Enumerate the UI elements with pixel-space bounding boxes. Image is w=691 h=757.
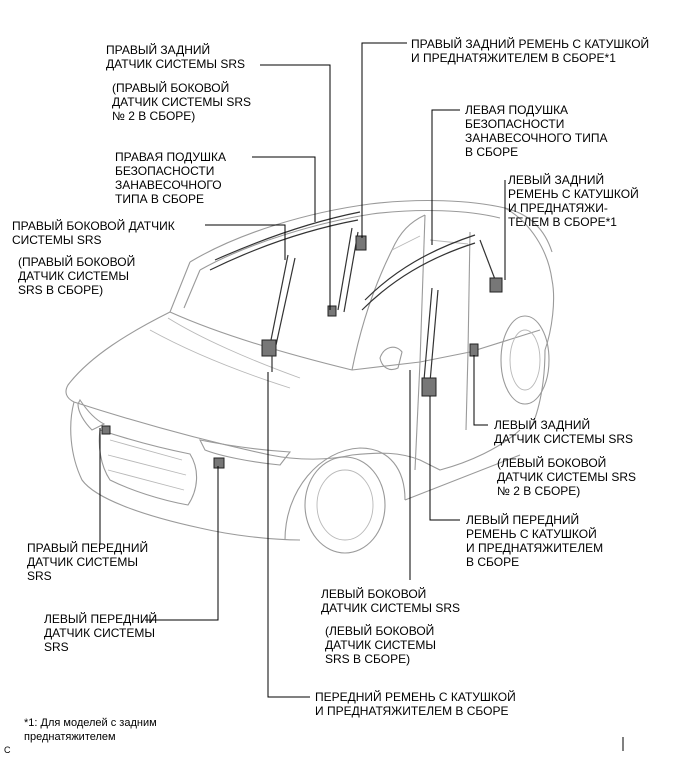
right-front-sensor xyxy=(101,425,111,435)
figure-code: C xyxy=(4,745,11,755)
car-outline xyxy=(65,199,555,554)
left-rear-sensor xyxy=(469,343,479,357)
label-right-side-sensor: ПРАВЫЙ БОКОВОЙ ДАТЧИК СИСТЕМЫ SRS xyxy=(12,219,175,247)
label-left-side-sensor-sub: (ЛЕВЫЙ БОКОВОЙ ДАТЧИК СИСТЕМЫ SRS В СБОР… xyxy=(325,624,436,666)
label-left-rear-sensor: ЛЕВЫЙ ЗАДНИЙ ДАТЧИК СИСТЕМЫ SRS xyxy=(494,418,633,446)
right-rear-belt-assembly xyxy=(337,227,367,313)
left-rear-belt-assembly xyxy=(479,239,503,293)
left-front-sensor xyxy=(213,457,225,469)
left-curtain-airbag xyxy=(364,234,476,301)
label-right-side-sensor-sub: (ПРАВЫЙ БОКОВОЙ ДАТЧИК СИСТЕМЫ SRS В СБО… xyxy=(18,255,136,297)
footnote: *1: Для моделей с задним преднатяжителем xyxy=(24,717,157,743)
label-right-curtain-airbag: ПРАВАЯ ПОДУШКА БЕЗОПАСНОСТИ ЗАНАВЕСОЧНОГ… xyxy=(115,150,227,206)
label-left-front-sensor: ЛЕВЫЙ ПЕРЕДНИЙ ДАТЧИК СИСТЕМЫ SRS xyxy=(44,612,158,654)
label-front-belt: ПЕРЕДНИЙ РЕМЕНЬ С КАТУШКОЙ И ПРЕДНАТЯЖИТ… xyxy=(315,690,516,718)
label-left-front-belt: ЛЕВЫЙ ПЕРЕДНИЙ РЕМЕНЬ С КАТУШКОЙ И ПРЕДН… xyxy=(466,513,604,569)
label-right-rear-sensor-sub: (ПРАВЫЙ БОКОВОЙ ДАТЧИК СИСТЕМЫ SRS № 2 В… xyxy=(112,81,251,123)
label-right-rear-belt: ПРАВЫЙ ЗАДНИЙ РЕМЕНЬ С КАТУШКОЙ И ПРЕДНА… xyxy=(411,37,650,65)
label-right-front-sensor: ПРАВЫЙ ПЕРЕДНИЙ ДАТЧИК СИСТЕМЫ SRS xyxy=(27,541,149,583)
label-left-rear-sensor-sub: (ЛЕВЫЙ БОКОВОЙ ДАТЧИК СИСТЕМЫ SRS № 2 В … xyxy=(497,456,636,498)
leader-lines xyxy=(99,42,624,751)
label-left-curtain-airbag: ЛЕВАЯ ПОДУШКА БЕЗОПАСНОСТИ ЗАНАВЕСОЧНОГО… xyxy=(465,103,608,159)
label-left-side-sensor: ЛЕВЫЙ БОКОВОЙ ДАТЧИК СИСТЕМЫ SRS xyxy=(321,587,460,615)
label-right-rear-sensor: ПРАВЫЙ ЗАДНИЙ ДАТЧИК СИСТЕМЫ SRS xyxy=(106,43,245,71)
label-left-rear-belt: ЛЕВЫЙ ЗАДНИЙ РЕМЕНЬ С КАТУШКОЙ И ПРЕДНАТ… xyxy=(508,173,639,229)
front-belt-assembly xyxy=(261,254,296,372)
right-rear-sensor xyxy=(327,305,337,317)
left-front-belt-assembly xyxy=(421,287,439,397)
right-curtain-airbag xyxy=(214,211,361,261)
